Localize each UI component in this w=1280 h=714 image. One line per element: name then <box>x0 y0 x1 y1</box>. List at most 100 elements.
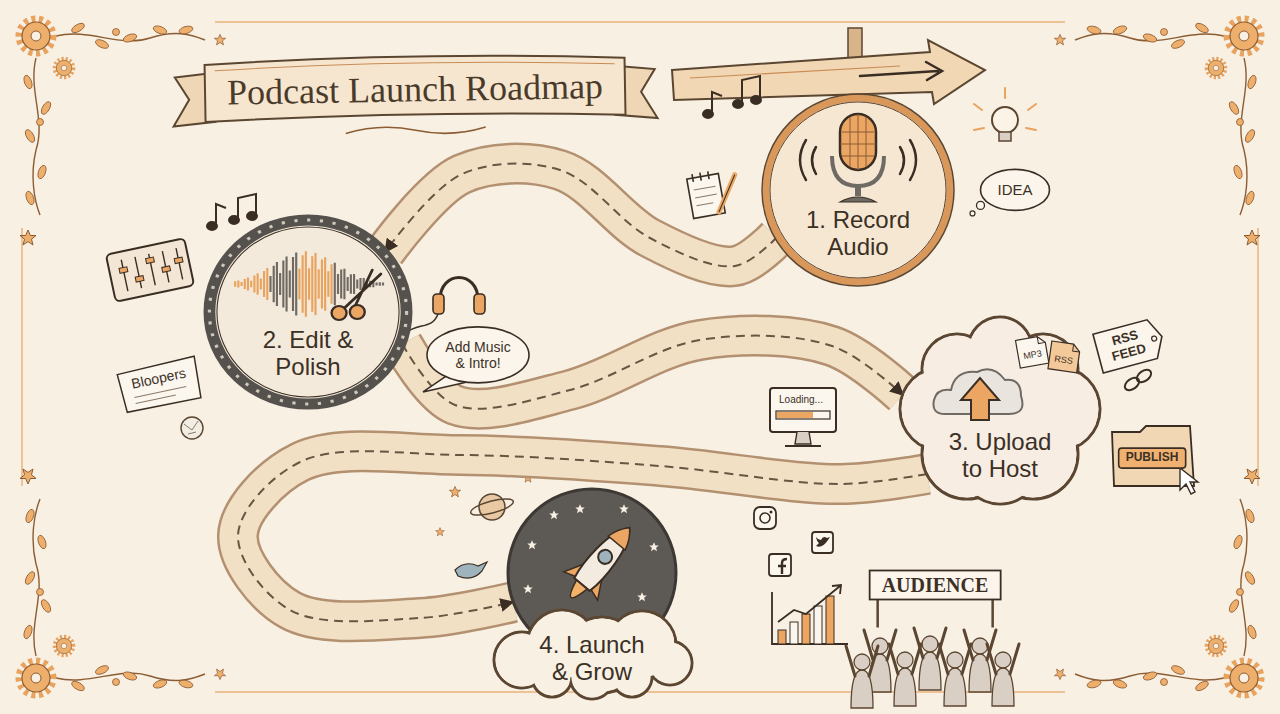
file-icon: RSS <box>1048 341 1080 373</box>
step-outline <box>762 94 954 286</box>
audience-crowd <box>939 644 971 706</box>
step-outline <box>619 504 629 513</box>
notepad-icon <box>692 171 709 182</box>
step-outline <box>575 504 585 513</box>
audience-crowd <box>987 644 1019 706</box>
chain-link <box>1123 375 1142 392</box>
monitor-icon <box>777 412 813 418</box>
label-text: Add Music & Intro! <box>441 339 515 371</box>
audience-crowd <box>846 628 1019 708</box>
corner-ornament <box>19 469 226 695</box>
social-icons <box>770 511 773 514</box>
road-surface <box>385 164 777 267</box>
mixer-icon <box>119 267 128 274</box>
ribbon-shape <box>346 126 486 136</box>
step-outline <box>523 584 533 593</box>
scissors-icon <box>344 270 380 308</box>
file-icon-shape <box>1073 344 1081 352</box>
crumpled-paper <box>181 417 203 439</box>
mixer-icon <box>146 257 155 264</box>
audience-banner: AUDIENCE <box>870 571 1001 600</box>
bloopers-note-shape <box>117 356 203 414</box>
record-step-circle: 1. Record Audio <box>760 92 956 288</box>
corner-ornament <box>1054 19 1261 245</box>
step-outline <box>637 592 647 601</box>
headphones-icon <box>404 278 485 335</box>
step-label: 3. Upload to Host <box>940 429 1060 482</box>
step-outline <box>209 220 406 404</box>
microphone-icon <box>840 197 876 202</box>
file-icon-shape <box>1048 341 1081 373</box>
scissors-icon <box>332 306 347 320</box>
monitor-icon <box>785 445 821 447</box>
node-text-group: 1. Record Audio <box>796 207 921 260</box>
frame-border <box>22 22 1258 692</box>
publish-button-shape <box>1119 448 1186 468</box>
social-icons <box>754 507 833 576</box>
label-text: Loading... <box>779 394 823 406</box>
growth-chart <box>790 622 798 644</box>
music-notes <box>742 76 760 104</box>
music-notes <box>238 194 256 220</box>
label-text: IDEA <box>997 181 1032 198</box>
monitor-icon <box>795 432 811 444</box>
monitor-icon <box>776 411 830 419</box>
step-outline <box>766 98 950 282</box>
rocket-icon <box>608 521 638 550</box>
growth-chart <box>826 596 834 644</box>
folder-icon <box>1180 468 1198 494</box>
notepad-icon <box>694 186 718 206</box>
audience-banner-shape <box>878 600 993 628</box>
step-outline <box>203 214 413 410</box>
microphone-icon <box>800 114 916 202</box>
step-outline <box>527 540 537 549</box>
node-text-group: 4. Launch & Grow <box>535 632 650 685</box>
notepad-icon <box>713 175 741 212</box>
upload-icon <box>933 369 1022 420</box>
step-outline <box>209 220 406 404</box>
audience-crowd <box>914 628 946 690</box>
file-icon-shape <box>1037 335 1045 343</box>
title: Podcast Launch Roadmap <box>227 66 604 114</box>
publish-button: PUBLISH <box>1119 448 1186 468</box>
scissors-icon <box>350 305 365 319</box>
bloopers-note: Bloopers <box>117 356 203 414</box>
mixer-icon <box>174 257 183 264</box>
music-notes <box>216 204 226 226</box>
notepad-icon <box>686 167 741 219</box>
chain-link <box>1135 367 1154 384</box>
audience-crowd <box>889 644 921 706</box>
road-edge <box>385 164 777 267</box>
waveform-icon <box>271 253 384 316</box>
idea-bubble-shape <box>976 201 984 209</box>
rss-tag: RSS FEED <box>1093 317 1167 373</box>
step-outline <box>217 227 399 397</box>
corner-ornament <box>19 19 226 245</box>
speech-bubble: Add Music & Intro! <box>433 332 523 378</box>
microphone-icon <box>840 114 876 170</box>
step-label: 4. Launch & Grow <box>535 632 650 685</box>
step-label: 1. Record Audio <box>796 207 921 260</box>
label-text: AUDIENCE <box>882 574 989 597</box>
monitor-icon <box>770 388 836 432</box>
lightbulb-icon <box>999 132 1011 141</box>
step-outline <box>650 643 691 684</box>
lightbulb-icon <box>992 107 1018 133</box>
space-decoration <box>436 528 445 536</box>
idea-bubble: IDEA <box>988 176 1041 203</box>
step-label: 2. Edit & Polish <box>233 327 383 380</box>
upload-step-cloud: 3. Upload to Host <box>887 314 1113 510</box>
rss-tag-shape <box>1093 317 1167 373</box>
social-icons <box>812 532 833 553</box>
headphones-icon <box>440 278 478 301</box>
notepad-icon <box>713 175 741 212</box>
social-icons <box>754 507 776 529</box>
edit-step-circle: 2. Edit & Polish <box>203 214 413 410</box>
corner-ornament <box>19 19 1261 695</box>
rocket-icon <box>573 520 639 593</box>
signpost-arrow <box>672 28 985 104</box>
space-decoration <box>449 486 460 497</box>
music-notes <box>712 92 722 114</box>
space-decoration <box>479 494 505 520</box>
